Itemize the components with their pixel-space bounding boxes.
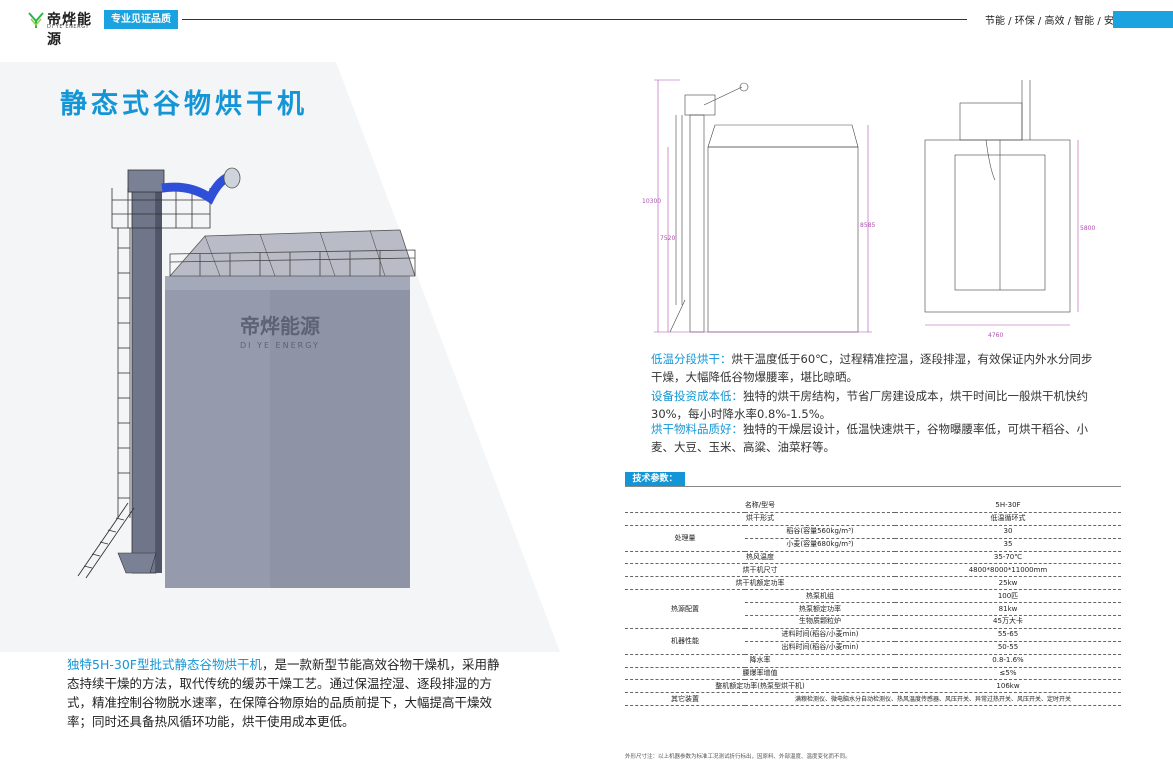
header-accent-bar [1113,11,1173,28]
dim-side-height: 5800 [1080,225,1095,232]
table-row: 机器性能 进料时间(稻谷/小麦min) 55-65 [625,628,1121,655]
header-divider [182,19,967,20]
logo-text: 帝烨能源 [47,12,92,48]
side-elevation-drawing: 4760 5800 [924,80,1095,339]
table-row: 小麦(容量680kg/m³) 35 [625,538,1121,552]
spec-value: 5H-30F [895,500,1121,513]
feature-label: 烘干物料品质好： [651,422,743,436]
table-row: 降水率 0.8-1.6% [625,654,1121,668]
spec-label: 热风温度 [625,551,895,565]
spec-label: 小麦(容量680kg/m³) [745,538,895,552]
table-row: 烘干形式 低温循环式 [625,512,1121,526]
feature-text: 独特的烘干房结构，节省厂房建设成本，烘干时间比一般烘干机快约30%，每小时降水率… [651,389,1088,421]
spec-group-label: 热源配置 [625,589,745,629]
spec-label: 烘干机额定功率 [625,576,895,591]
feature-low-cost: 设备投资成本低：独特的烘干房结构，节省厂房建设成本，烘干时间比一般烘干机快约30… [651,387,1101,423]
dim-width: 4760 [988,332,1003,339]
spec-value: 0.8-1.6% [895,654,1121,668]
spec-value: 45万大卡 [895,615,1121,629]
table-row: 出料时间(稻谷/小麦min) 50-55 [625,641,1121,655]
spec-label: 降水率 [625,654,895,668]
spec-value: 100匹 [895,589,1121,604]
spec-label: 热泵额定功率 [745,602,895,617]
spec-value: 81kw [895,602,1121,617]
spec-value: 55-65 [895,628,1121,642]
dim-lower-height: 7520 [660,235,675,242]
table-row: 整机额定功率(热泵型烘干机) 106kw [625,679,1121,694]
spec-divider [625,486,1121,487]
feature-low-temp: 低温分段烘干：烘干温度低于60℃，过程精准控温，逐段排湿，有效保证内外水分同步干… [651,350,1101,386]
feature-label: 低温分段烘干： [651,352,732,366]
spec-table: 名称/型号 5H-30F 烘干形式 低温循环式 处理量 稻谷(容量560kg/m… [625,500,1121,707]
spec-value: 106kw [895,679,1121,694]
spec-footnote: 外形尺寸注：以上机器参数为标准工况测试折行标出，因原料、外部温度、温度变化而不同… [625,754,851,760]
spec-label: 出料时间(稻谷/小麦min) [745,641,895,655]
header-slogan: 节能 / 环保 / 高效 / 智能 / 安全 [985,16,1124,27]
spec-group-label: 机器性能 [625,628,745,655]
spec-label: 热泵机组 [745,589,895,604]
table-row: 其它装置 满粮检测仪、微电脑水分自动检测仪、热风温度传感器、风压开关、异常过热开… [625,692,1121,707]
spec-value: ≤5% [895,667,1121,681]
logo-mark-icon [28,12,44,28]
dim-total-height: 10300 [642,198,661,205]
feature-label: 设备投资成本低： [651,389,743,403]
table-row: 处理量 稻谷(容量560kg/m³) 30 [625,525,1121,552]
feature-quality: 烘干物料品质好：独特的干燥层设计，低温快速烘干，谷物曝腰率低，可烘干稻谷、小麦、… [651,420,1101,456]
spec-value: 4800*8000*11000mm [895,563,1121,578]
table-row: 腰爆率增值 ≤5% [625,667,1121,681]
spec-label: 腰爆率增值 [625,667,895,681]
table-row: 烘干机额定功率 25kw [625,576,1121,591]
machine-logo-subtext: DI YE ENERGY [240,341,320,350]
table-row: 名称/型号 5H-30F [625,500,1121,513]
spec-label: 整机额定功率(热泵型烘干机) [625,679,895,694]
table-row: 热泵额定功率 81kw [625,602,1121,617]
description-body: ，是一款新型节能高效谷物干燥机，采用静态持续干燥的方法，取代传统的缓苏干燥工艺。… [67,657,500,729]
spec-label: 其它装置 [625,692,745,707]
product-description: 独特5H-30F型批式静态谷物烘干机，是一款新型节能高效谷物干燥机，采用静态持续… [67,655,507,731]
spec-label: 烘干形式 [625,512,895,526]
spec-label: 烘干机尺寸 [625,563,895,578]
spec-group-label: 处理量 [625,525,745,552]
feature-text: 独特的干燥层设计，低温快速烘干，谷物曝腰率低，可烘干稻谷、小麦、大豆、玉米、高粱… [651,422,1088,454]
header-badge: 专业见证品质 [104,10,178,29]
spec-value: 35-70℃ [895,551,1121,565]
spec-value: 低温循环式 [895,512,1121,526]
description-highlight: 独特5H-30F型批式静态谷物烘干机 [67,657,262,672]
spec-label: 进料时间(稻谷/小麦min) [745,628,895,642]
dryer-machine-illustration: 帝烨能源 DI YE ENERGY [77,167,416,588]
spec-label: 生物质颗粒炉 [745,615,895,629]
logo-subtext: DI YE ENERGY [47,24,90,30]
front-elevation-drawing: 10300 7520 8585 [642,79,875,333]
spec-label: 名称/型号 [625,500,895,513]
dim-body-height: 8585 [860,222,875,229]
spec-label: 稻谷(容量560kg/m³) [745,525,895,539]
feature-text: 烘干温度低于60℃，过程精准控温，逐段排湿，有效保证内外水分同步干燥，大幅降低谷… [651,352,1093,384]
spec-value: 50-55 [895,641,1121,655]
page-title: 静态式谷物烘干机 [60,89,308,120]
spec-value: 25kw [895,576,1121,591]
spec-value: 30 [895,525,1121,539]
company-logo: 帝烨能源 DI YE ENERGY [28,10,100,48]
table-row: 热风温度 35-70℃ [625,551,1121,565]
table-row: 烘干机尺寸 4800*8000*11000mm [625,563,1121,578]
spec-value: 35 [895,538,1121,552]
spec-value: 满粮检测仪、微电脑水分自动检测仪、热风温度传感器、风压开关、异常过热开关、风压开… [745,692,1121,707]
spec-section-badge: 技术参数： [625,472,685,487]
machine-logo-text: 帝烨能源 [240,314,320,338]
table-row: 生物质颗粒炉 45万大卡 [625,615,1121,629]
table-row: 热源配置 热泵机组 100匹 [625,589,1121,629]
